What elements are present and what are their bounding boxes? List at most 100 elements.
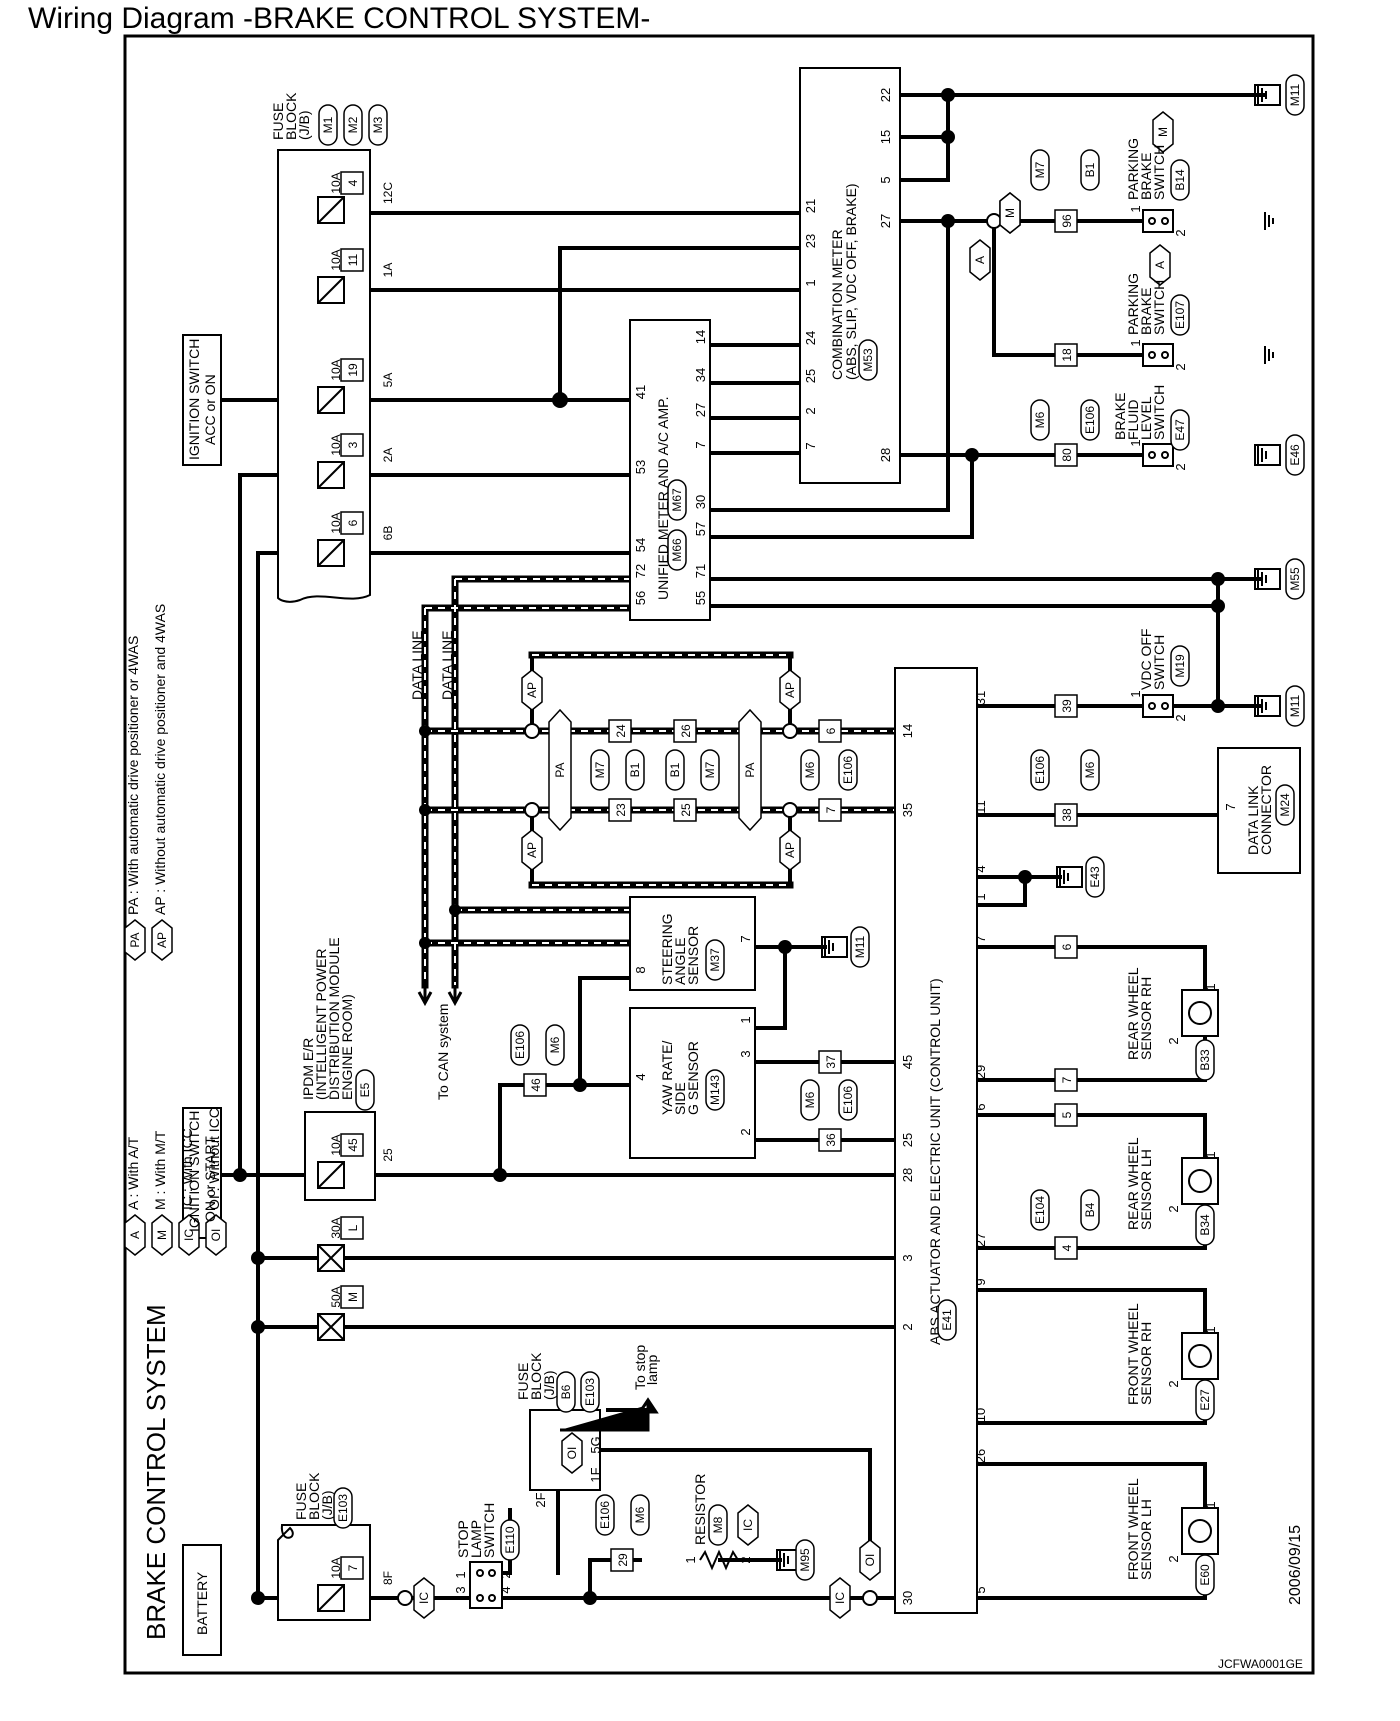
legend-m: M : With M/T <box>152 1130 168 1210</box>
opt-tag-m-1: M <box>1152 111 1174 153</box>
conn-m37: M37 <box>705 939 725 981</box>
fuse-mid-term-2: 2F <box>533 1492 548 1507</box>
ground-label-2-text: M55 <box>1288 567 1302 591</box>
conn-e106-can-text: E106 <box>841 756 855 784</box>
conn-b6: B6 <box>556 1371 576 1413</box>
conn-e41: E41 <box>937 1299 957 1341</box>
fuse-num-1: 11 <box>340 248 364 272</box>
sw-pin-b-0: 2 <box>1173 229 1188 236</box>
legend-hex-ic-text: IC <box>182 1229 196 1241</box>
fuse-term-0: 12C <box>381 182 395 204</box>
conn-e106-dlc: E106 <box>1030 749 1050 791</box>
option-tags: AMAMICOIOIICICPAPAAPAPAPAPAAMICOIPAAP <box>124 111 1174 1619</box>
to-stop-lamp-l2: lamp <box>644 1354 660 1385</box>
comb-pin-l-5: 2 <box>803 407 818 414</box>
ground-label-3: M11 <box>1285 685 1305 727</box>
inline-term-10: 23 <box>608 798 632 822</box>
bf-l4: SWITCH <box>1151 385 1167 440</box>
conn-m8-text: M8 <box>711 1516 725 1533</box>
conn-m7-can: M7 <box>590 749 610 791</box>
ws-pin-b-2: 2 <box>1166 1380 1181 1387</box>
ground-label-4: E43 <box>1085 856 1105 898</box>
ws-pin-b-1: 2 <box>1166 1205 1181 1212</box>
diagram-frame <box>123 34 1315 1675</box>
fuse-num-4: 6 <box>340 511 364 535</box>
inline-term-4: 38 <box>1054 803 1078 827</box>
uni-bot-0: 72 <box>633 564 648 578</box>
fuse-bot-l3: (J/B) <box>319 1490 335 1520</box>
opt-tag-pa-2-text: PA <box>743 762 757 777</box>
opt-tag-ap-3: AP <box>521 829 543 871</box>
res-pin-1: 2 <box>738 1556 753 1563</box>
conn-b1-can2: B1 <box>665 749 685 791</box>
vdc-l2: SWITCH <box>1151 635 1167 690</box>
fuse-amp-0: 10A <box>329 172 343 193</box>
inline-term-2: 80 <box>1054 443 1078 467</box>
abs-right-7: 27 <box>973 1233 988 1247</box>
to-can-label: To CAN system <box>435 1004 451 1100</box>
fuse-mid-term-1: 1F <box>588 1467 603 1482</box>
data-line-label-2: DATA LINE <box>439 630 455 700</box>
inline-term-10-text: 23 <box>614 803 628 817</box>
conn-e106-steer-text: E106 <box>513 1031 527 1059</box>
comb-meter-l1: COMBINATION METER <box>829 229 845 380</box>
uni-top-2: 54 <box>633 538 648 552</box>
opt-tag-a-3-text: A <box>973 256 987 264</box>
fuse-amp-8: 10A <box>329 1557 343 1578</box>
opt-tag-a-2: A <box>1149 244 1171 286</box>
uni-top-0: 41 <box>633 385 648 399</box>
conn-m66: M66 <box>667 529 687 571</box>
opt-tag-oi-2: OI <box>561 1432 583 1474</box>
fuse-amp-2: 10A <box>329 359 343 380</box>
sw-pin-a-1: 1 <box>1128 339 1143 346</box>
conn-m7-pb-text: M7 <box>1033 161 1047 178</box>
legend-hex-a-text: A <box>128 1231 142 1239</box>
conn-e106-steer: E106 <box>510 1024 530 1066</box>
legend-hex-oi: OI <box>205 1214 227 1256</box>
bf-l1: BRAKE <box>1112 393 1128 440</box>
abs-right-6: 6 <box>973 1103 988 1110</box>
sw-pin-b-3: 2 <box>1173 714 1188 721</box>
yaw-l1: YAW RATE/ <box>659 1040 675 1115</box>
fuse-num-6-text: L <box>346 1224 360 1231</box>
uni-right-4: 30 <box>693 495 708 509</box>
conn-m8: M8 <box>708 1504 728 1546</box>
conn-m1-text: M1 <box>321 116 335 133</box>
fuse-term-4: 6B <box>381 526 395 541</box>
fuse-top-l1: FUSE <box>270 103 286 140</box>
fuse-mid-l2: BLOCK <box>528 1352 544 1400</box>
pb2-l2: BRAKE <box>1138 288 1154 335</box>
abs-right-11: 5 <box>973 1586 988 1593</box>
fuse-bot-l2: BLOCK <box>306 1472 322 1520</box>
inline-term-8-text: 4 <box>1060 1244 1074 1251</box>
opt-tag-ap-1-text: AP <box>525 682 539 698</box>
inline-term-6-text: 7 <box>1060 1076 1074 1083</box>
ign-acc-line1: IGNITION SWITCH <box>186 339 202 460</box>
resistor-symbol <box>699 1549 739 1571</box>
conn-m37-text: M37 <box>708 948 722 972</box>
opt-tag-m-2: M <box>999 192 1021 234</box>
uni-right-6: 71 <box>693 564 708 578</box>
pb1-l3: SWITCH <box>1151 145 1167 200</box>
inline-term-8: 4 <box>1054 1236 1078 1260</box>
yaw-l2: SIDE <box>672 1082 688 1115</box>
conn-e106-yaw: E106 <box>838 1079 858 1121</box>
conn-b34: B34 <box>1195 1204 1215 1246</box>
ground-label-0: M11 <box>1285 74 1305 116</box>
sw-pin-a-2: 1 <box>1128 439 1143 446</box>
legend-pa: PA : With automatic drive positioner or … <box>125 636 141 915</box>
pb2-l3: SWITCH <box>1151 280 1167 335</box>
fuse-num-5-text: 45 <box>346 1138 360 1152</box>
inline-term-13-text: 6 <box>824 727 838 734</box>
inline-term-12: 25 <box>673 798 697 822</box>
fuse-mid-l1: FUSE <box>515 1363 531 1400</box>
ws-pin-a-0: 1 <box>1203 983 1218 990</box>
splice-dots <box>233 88 1225 1605</box>
stop-lamp-arrow <box>560 1397 659 1432</box>
conn-m143-text: M143 <box>708 1075 722 1105</box>
steer-pin-1: 7 <box>738 935 753 942</box>
ign-acc-line2: ACC or ON <box>202 374 218 445</box>
conn-b33: B33 <box>1195 1039 1215 1081</box>
conn-b4: B4 <box>1080 1189 1100 1231</box>
stop-pin-3: 1 <box>453 1571 468 1578</box>
